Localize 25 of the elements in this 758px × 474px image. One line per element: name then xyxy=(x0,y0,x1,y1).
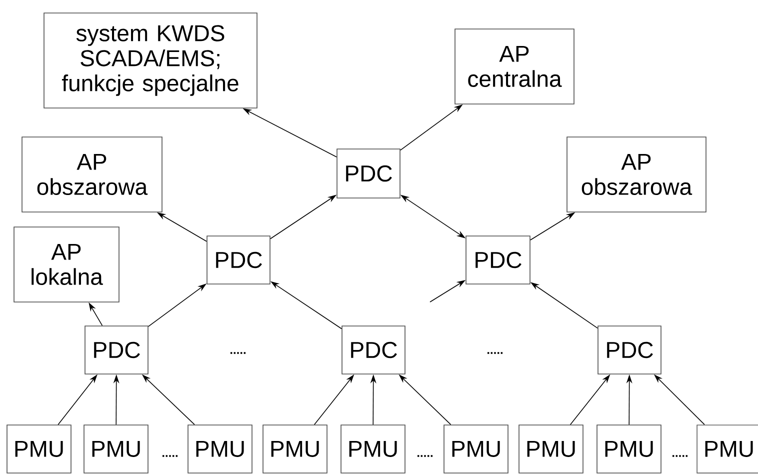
label-box: system KWDS SCADA/EMS; funkcje specjalne xyxy=(44,12,258,108)
label-box: PDC xyxy=(598,326,662,374)
ellipsis: ..... xyxy=(672,455,688,457)
label-box: PMU xyxy=(84,424,148,474)
label-box: PMU xyxy=(696,424,758,474)
label-box: PDC xyxy=(336,148,400,198)
label-box: AP lokalna xyxy=(14,226,120,302)
label-box: PMU xyxy=(6,424,72,474)
ellipsis: ..... xyxy=(230,352,246,354)
label-box: PDC xyxy=(466,236,530,284)
ellipsis: ..... xyxy=(487,352,503,354)
ellipsis: ..... xyxy=(162,455,178,457)
label-box: PDC xyxy=(84,326,148,374)
label-box: PMU xyxy=(444,424,508,474)
label-box: PMU xyxy=(188,424,252,474)
label-box: AP centralna xyxy=(454,28,574,104)
label-box: PMU xyxy=(340,424,406,474)
ellipsis: ..... xyxy=(417,455,433,457)
label-box: PMU xyxy=(596,424,662,474)
label-box: PMU xyxy=(262,424,328,474)
label-box: PDC xyxy=(206,236,270,284)
label-box: PMU xyxy=(518,424,584,474)
label-box: AP obszarowa xyxy=(22,136,162,212)
label-box: AP obszarowa xyxy=(566,136,706,212)
label-box: PDC xyxy=(342,326,406,374)
